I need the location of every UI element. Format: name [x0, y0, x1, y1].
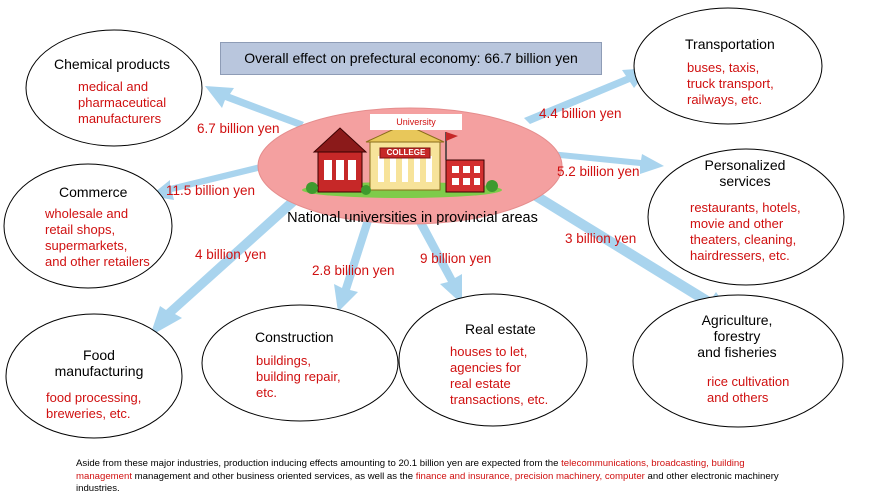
food-title-line: manufacturing [54, 363, 144, 379]
agriculture-title-line: Agriculture, [701, 312, 773, 328]
real-estate-detail-line: agencies for [450, 360, 521, 375]
agriculture-title: Agriculture, forestry and fisheries [682, 312, 792, 360]
arrow-commerce [150, 164, 262, 200]
food-detail-line: breweries, etc. [46, 406, 131, 421]
construction-detail-line: etc. [256, 385, 277, 400]
transportation-detail-line: truck transport, [687, 76, 774, 91]
chemical-detail-line: manufacturers [78, 111, 162, 126]
construction-ellipse [201, 304, 399, 422]
food-title-line: Food [83, 347, 115, 363]
personalized-title: Personalized services [690, 157, 800, 189]
agriculture-amount: 3 billion yen [565, 231, 637, 246]
agriculture-title-line: forestry [713, 328, 761, 344]
agriculture-detail: rice cultivation and others [707, 374, 789, 406]
college-sign: COLLEGE [386, 148, 426, 157]
arrow-construction [334, 210, 375, 312]
commerce-detail-line: supermarkets, [45, 238, 128, 253]
chemical-detail: medical and pharmaceutical manufacturers [78, 79, 166, 127]
commerce-detail-line: wholesale and [45, 206, 129, 221]
construction-title: Construction [255, 329, 334, 345]
commerce-title: Commerce [59, 184, 128, 200]
chemical-amount: 6.7 billion yen [197, 121, 280, 136]
arrow-real-estate [412, 212, 462, 304]
footnote-text: and other electronic machinery industrie… [76, 470, 779, 495]
transportation-title: Transportation [685, 36, 775, 52]
transportation-detail-line: buses, taxis, [687, 60, 760, 75]
real-estate-detail: houses to let, agencies for real estate … [450, 344, 548, 408]
personalized-detail-line: hairdressers, etc. [690, 248, 790, 263]
construction-detail-line: buildings, [256, 353, 311, 368]
real-estate-detail-line: houses to let, [450, 344, 528, 359]
commerce-detail-line: retail shops, [45, 222, 116, 237]
personalized-detail-line: movie and other [690, 216, 784, 231]
real-estate-detail-line: real estate [450, 376, 511, 391]
agriculture-detail-line: and others [707, 390, 769, 405]
construction-detail-line: building repair, [256, 369, 341, 384]
personalized-ellipse [647, 148, 845, 286]
university-tag: University [370, 114, 462, 130]
agriculture-detail-line: rice cultivation [707, 374, 790, 389]
real-estate-detail-line: transactions, etc. [450, 392, 549, 407]
arrow-transportation [524, 68, 650, 124]
construction-detail: buildings, building repair, etc. [256, 353, 341, 401]
arrow-chemical [205, 86, 304, 128]
chemical-title: Chemical products [54, 56, 170, 72]
commerce-amount: 11.5 billion yen [166, 183, 256, 198]
footnote-text: management and other business oriented s… [132, 470, 416, 482]
transportation-ellipse [633, 7, 823, 125]
chemical-detail-line: pharmaceutical [78, 95, 167, 110]
chemical-ellipse [25, 29, 203, 147]
agriculture-ellipse [632, 294, 844, 428]
personalized-title-line: Personalized [704, 157, 786, 173]
real-estate-amount: 9 billion yen [420, 251, 492, 266]
footnote-text: Aside from these major industries, produ… [76, 458, 562, 469]
footnote-highlight: telecommunications, broadcasting, buildi… [76, 458, 745, 482]
construction-amount: 2.8 billion yen [312, 263, 395, 278]
food-ellipse [5, 313, 183, 439]
personalized-detail-line: theaters, cleaning, [690, 232, 797, 247]
real-estate-title: Real estate [465, 321, 536, 337]
transportation-amount: 4.4 billion yen [539, 106, 622, 121]
arrow-food [150, 194, 302, 336]
overall-effect-banner: Overall effect on prefectural economy: 6… [220, 42, 602, 75]
arrow-agriculture [520, 184, 734, 318]
agriculture-title-line: and fisheries [697, 344, 777, 360]
personalized-detail: restaurants, hotels, movie and other the… [690, 200, 801, 264]
food-amount: 4 billion yen [195, 247, 267, 262]
arrow-personalized [540, 150, 664, 174]
center-label: National universities in provincial area… [287, 210, 538, 226]
footnote-highlight: finance and insurance, precision machine… [415, 470, 645, 482]
personalized-amount: 5.2 billion yen [557, 164, 640, 179]
transportation-detail: buses, taxis, truck transport, railways,… [687, 60, 774, 108]
personalized-detail-line: restaurants, hotels, [690, 200, 801, 215]
footnote: Aside from these major industries, produ… [76, 458, 796, 496]
transportation-detail-line: railways, etc. [687, 92, 763, 107]
commerce-detail: wholesale and retail shops, supermarkets… [45, 206, 150, 270]
food-detail: food processing, breweries, etc. [46, 390, 141, 422]
commerce-detail-line: and other retailers [45, 254, 150, 269]
arrows [150, 68, 734, 336]
food-title: Food manufacturing [44, 347, 154, 379]
chemical-detail-line: medical and [78, 79, 149, 94]
real-estate-ellipse [398, 293, 588, 427]
personalized-title-line: services [719, 173, 771, 189]
commerce-ellipse [3, 163, 173, 289]
industry-ellipses [3, 7, 845, 439]
college-illustration [302, 123, 502, 198]
food-detail-line: food processing, [46, 390, 142, 405]
